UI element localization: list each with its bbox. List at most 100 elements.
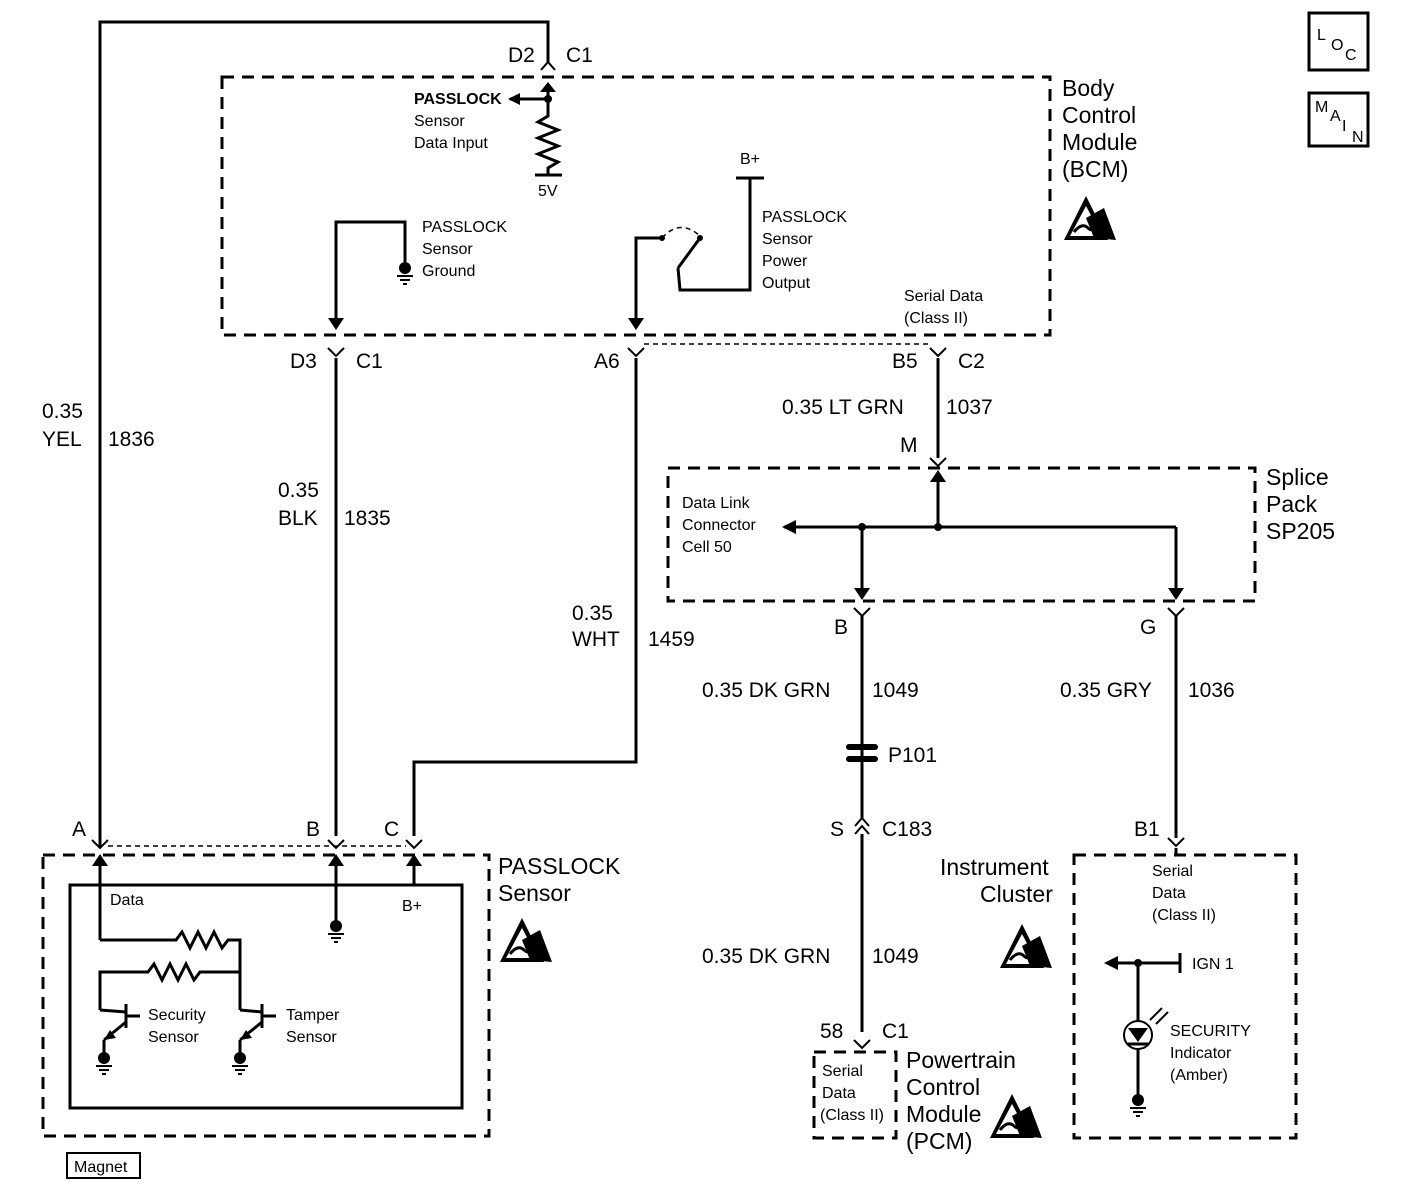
arrow-left-icon	[508, 93, 520, 105]
arrow-down-icon	[328, 318, 344, 330]
tamper-transistor	[238, 1004, 276, 1054]
svg-text:Splice: Splice	[1266, 464, 1329, 490]
wire-gry-label: 0.35 GRY	[1060, 679, 1152, 702]
ground-path	[334, 220, 407, 322]
connector-c2: C2	[958, 350, 985, 373]
wire-ltgrn-circuit: 1037	[946, 396, 993, 419]
passlock-sensor-box	[41, 853, 491, 1138]
wire-wht-gauge: 0.35	[572, 602, 613, 625]
connector-m-symbol	[929, 457, 947, 468]
ground-icon	[396, 261, 414, 285]
connector-b-symbol	[327, 839, 345, 850]
loc-letter: O	[1331, 37, 1343, 54]
wire-yel-gauge: 0.35	[42, 400, 83, 423]
label-class-ii: (Class II)	[1152, 907, 1216, 924]
main-letter: N	[1352, 129, 1364, 146]
arrow-left-icon	[782, 520, 796, 534]
loc-letter: C	[1345, 47, 1357, 64]
label-security-indicator: SECURITY	[1170, 1023, 1251, 1040]
svg-text:Module: Module	[1062, 129, 1137, 155]
arrow-left-icon	[1104, 956, 1118, 970]
label-output: Output	[762, 275, 811, 292]
pcm-title: Powertrain Control Module (PCM)	[906, 1047, 1016, 1154]
wire-wht-circuit: 1459	[648, 628, 695, 651]
connector-a-symbol	[91, 839, 109, 850]
label-class-ii: (Class II)	[820, 1107, 884, 1124]
main-button[interactable]: M A I N	[1307, 91, 1370, 148]
pcm-box	[812, 1050, 898, 1140]
magnet-box	[66, 1152, 141, 1179]
pin-b1: B1	[1134, 818, 1160, 841]
security-led-icon	[1123, 1007, 1169, 1050]
connector-d2-symbol	[540, 60, 556, 71]
connector-g-symbol	[1167, 607, 1185, 618]
arrow-up-icon	[328, 854, 344, 866]
esd-icon	[498, 916, 554, 964]
connector-c-symbol	[405, 839, 423, 850]
connector-c1-top: C1	[566, 44, 593, 67]
label-passlock-data-input: PASSLOCK	[414, 91, 502, 108]
label-5v: 5V	[538, 183, 558, 200]
wire-dkgrn-circuit: 1049	[872, 679, 919, 702]
wire-blk-gauge: 0.35	[278, 479, 319, 502]
svg-text:(BCM): (BCM)	[1062, 156, 1128, 182]
loc-button[interactable]: L O C	[1307, 11, 1370, 72]
wire-dkgrn-circuit-2: 1049	[872, 945, 919, 968]
svg-text:Control: Control	[906, 1074, 980, 1100]
label-sensor: Sensor	[148, 1029, 199, 1046]
label-sensor: Sensor	[414, 113, 465, 130]
svg-text:PASSLOCK: PASSLOCK	[498, 853, 621, 879]
label-amber: (Amber)	[1170, 1067, 1228, 1084]
svg-text:Module: Module	[906, 1101, 981, 1127]
pullup-resistor	[533, 84, 563, 175]
wire-yel-circuit: 1836	[108, 428, 155, 451]
label-data-link: Data Link	[682, 495, 751, 512]
arrow-down-icon	[1168, 588, 1184, 600]
esd-icon	[998, 922, 1054, 970]
label-serial: Serial	[1152, 863, 1193, 880]
loc-letter: L	[1317, 27, 1326, 44]
label-power: Power	[762, 253, 808, 270]
connector-b-symbol	[853, 607, 871, 618]
pin-d3: D3	[290, 350, 317, 373]
connector-c183: C183	[882, 818, 932, 841]
label-connector: Connector	[682, 517, 756, 534]
label-bplus: B+	[740, 151, 760, 168]
connector-b1-symbol	[1167, 837, 1185, 848]
label-ground: Ground	[422, 263, 475, 280]
ground-icon	[327, 919, 345, 943]
label-data: Data	[110, 892, 144, 909]
label-serial-data: Serial Data	[904, 288, 983, 305]
wire-yel-color: YEL	[42, 428, 82, 451]
pin-g-splice: G	[1140, 616, 1156, 639]
wire-wht-color: WHT	[572, 628, 620, 651]
pin-a: A	[72, 818, 86, 841]
connector-58-symbol	[853, 1039, 871, 1050]
connector-b5-symbol	[929, 347, 947, 358]
label-bplus: B+	[402, 898, 422, 915]
esd-icon	[1062, 194, 1118, 242]
svg-text:(PCM): (PCM)	[906, 1128, 972, 1154]
cluster-title: Instrument Cluster	[940, 854, 1053, 907]
connector-c1-mid: C1	[356, 350, 383, 373]
label-sensor: Sensor	[286, 1029, 337, 1046]
main-letter: I	[1342, 118, 1346, 135]
cluster-box	[1072, 853, 1298, 1140]
connector-c1-pcm: C1	[882, 1020, 909, 1043]
label-tamper: Tamper	[286, 1007, 340, 1024]
pin-c: C	[384, 818, 399, 841]
switch-contact	[676, 237, 702, 269]
pin-a6: A6	[594, 350, 620, 373]
svg-text:Pack: Pack	[1266, 491, 1318, 517]
wire-yel-1836	[98, 20, 550, 848]
splice-pack-box	[666, 466, 1257, 603]
arrow-up-icon	[540, 82, 556, 92]
label-sensor: Sensor	[422, 241, 473, 258]
connector-c183-symbol	[854, 816, 870, 827]
pin-b-splice: B	[834, 616, 848, 639]
main-letter: A	[1330, 108, 1341, 125]
switch-path	[676, 178, 752, 292]
svg-text:Body: Body	[1062, 75, 1115, 101]
label-indicator: Indicator	[1170, 1045, 1232, 1062]
